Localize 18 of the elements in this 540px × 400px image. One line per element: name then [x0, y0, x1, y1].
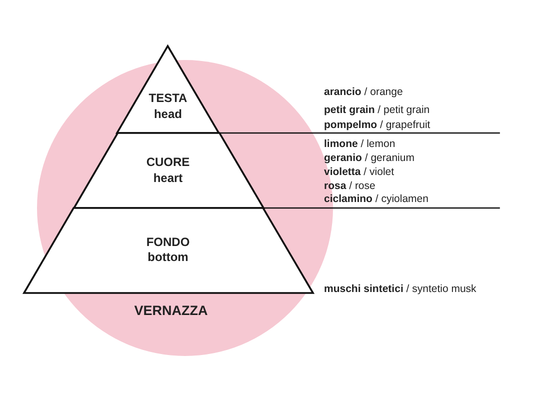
layer-subtitle: bottom — [148, 250, 188, 264]
fragrance-note: rosa / rose — [324, 180, 376, 192]
layer-title: FONDO — [146, 235, 190, 249]
fragrance-note: petit grain / petit grain — [324, 104, 430, 116]
fragrance-note: violetta / violet — [324, 166, 394, 178]
layer-title: TESTA — [148, 91, 188, 105]
fragrance-note: arancio / orange — [324, 86, 403, 98]
pyramid-layer — [70, 130, 266, 211]
fragrance-note: limone / lemon — [324, 138, 396, 150]
fragrance-note: ciclamino / cyiolamen — [324, 192, 428, 206]
layer-title: CUORE — [146, 155, 190, 169]
layer-subtitle: heart — [153, 171, 183, 185]
fragrance-note: geranio / geranium — [324, 152, 414, 164]
fragrance-name: VERNAZZA — [134, 303, 208, 319]
fragrance-note: pompelmo / grapefruit — [324, 118, 430, 132]
layer-subtitle: head — [154, 107, 182, 121]
pyramid-layer — [21, 205, 316, 296]
fragrance-note: muschi sintetici / syntetio musk — [324, 282, 476, 296]
